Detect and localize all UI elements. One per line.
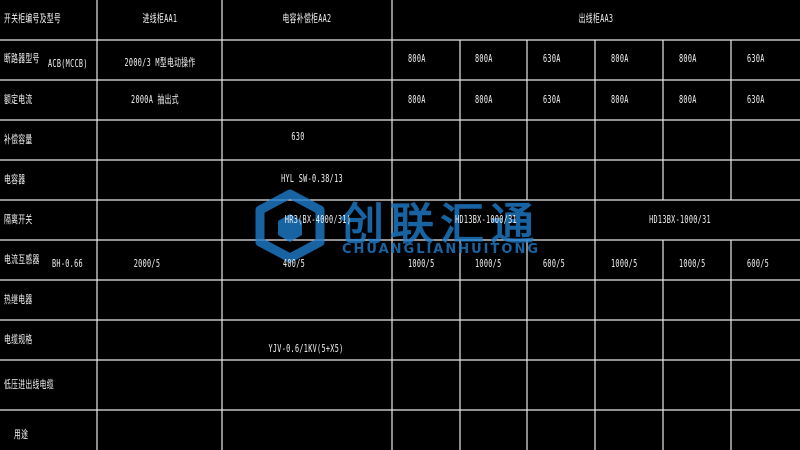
header-row-label: 开关柜编号及型号: [4, 12, 62, 25]
row-label-cable-spec: 电缆规格: [4, 333, 33, 346]
row-label-compensation: 补偿容量: [4, 133, 33, 146]
ct-out-6: 600/5: [747, 257, 770, 270]
row-label-lv-cable: 低压进出线电缆: [4, 378, 54, 391]
ct-out-1: 1000/5: [408, 257, 435, 270]
ct-out-5: 1000/5: [679, 257, 706, 270]
row-label-capacitor: 电容器: [4, 173, 26, 186]
brand-name-en: CHUANGLIANHUITONG: [342, 242, 540, 257]
ct-out-2: 1000/5: [475, 257, 502, 270]
isolator-outgoing-left: HD13BX-1000/31: [455, 213, 517, 226]
isolator-outgoing-right: HD13BX-1000/31: [649, 213, 711, 226]
watermark: 创联汇通 CHUANGLIANHUITONG: [250, 188, 550, 268]
breaker-out-6: 630A: [747, 52, 765, 65]
cable-spec-capacitor: YJV-0.6/1KV(5+X5): [268, 342, 344, 355]
rated-current-incoming: 2000A 抽出式: [131, 93, 179, 106]
ct-out-4: 1000/5: [611, 257, 638, 270]
ct-capacitor: 400/5: [282, 257, 306, 270]
row-label-ct: 电流互感器: [4, 253, 40, 266]
row-label-isolator: 隔离开关: [4, 213, 33, 226]
breaker-model: ACB(MCCB): [48, 57, 88, 70]
rated-current-out-2: 800A: [475, 93, 493, 106]
breaker-out-3: 630A: [543, 52, 561, 65]
rated-current-out-5: 800A: [679, 93, 697, 106]
header-col-capacitor: 电容补偿柜AA2: [282, 12, 332, 25]
header-col-outgoing: 出线柜AA3: [578, 12, 614, 25]
breaker-out-5: 800A: [679, 52, 697, 65]
capacitor-model: HYL SW-0.38/13: [281, 172, 343, 185]
row-label-breaker: 断路器型号: [4, 52, 40, 65]
ct-incoming: 2000/5: [133, 257, 161, 270]
isolator-capacitor: HR3(BX-4000/31): [284, 213, 352, 226]
row-label-rated-current: 额定电流: [4, 93, 33, 106]
brand-name-cn: 创联汇通: [340, 199, 540, 250]
row-label-thermal-relay: 热继电器: [4, 293, 33, 306]
breaker-out-2: 800A: [475, 52, 493, 65]
rated-current-out-3: 630A: [543, 93, 561, 106]
compensation-capacity: 630: [291, 130, 305, 143]
header-col-incoming: 进线柜AA1: [142, 12, 178, 25]
breaker-out-1: 800A: [408, 52, 426, 65]
rated-current-out-4: 800A: [611, 93, 629, 106]
row-label-purpose: 用途: [14, 428, 29, 441]
ct-out-3: 600/5: [543, 257, 566, 270]
brand-logo-icon: [255, 189, 325, 263]
rated-current-out-6: 630A: [747, 93, 765, 106]
rated-current-out-1: 800A: [408, 93, 426, 106]
breaker-out-4: 800A: [611, 52, 629, 65]
breaker-spec-incoming: 2000/3 M型电动操作: [124, 56, 196, 69]
ct-model: BH-0.66: [52, 257, 83, 270]
